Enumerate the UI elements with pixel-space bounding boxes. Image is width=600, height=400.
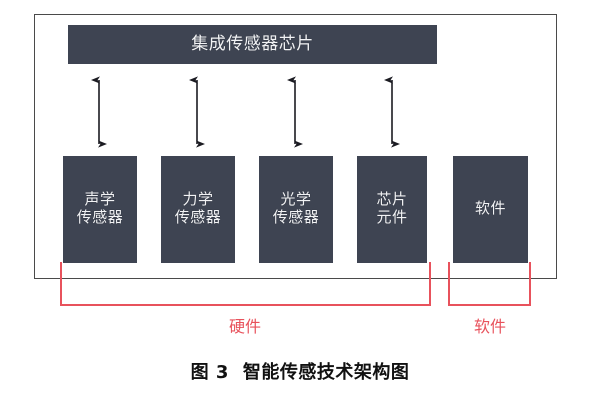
group-bracket-hardware (60, 262, 431, 306)
node-optical-sensor-label: 光学 传感器 (272, 191, 320, 226)
figure-caption-number: 图 3 (190, 362, 229, 383)
node-acoustic-sensor-label: 声学 传感器 (76, 191, 124, 226)
group-label-hardware: 硬件 (228, 319, 261, 336)
node-integrated-sensor-chip-label: 集成传感器芯片 (191, 34, 314, 54)
group-bracket-software (448, 262, 531, 306)
node-software: 软件 (453, 156, 528, 263)
node-mechanical-sensor: 力学 传感器 (161, 156, 235, 263)
figure-caption: 图 3 智能传感技术架构图 (0, 358, 600, 384)
node-software-label: 软件 (474, 200, 506, 217)
node-mechanical-sensor-label: 力学 传感器 (174, 191, 222, 226)
node-integrated-sensor-chip: 集成传感器芯片 (68, 25, 437, 64)
figure-caption-title: 智能传感技术架构图 (242, 362, 410, 383)
node-acoustic-sensor: 声学 传感器 (63, 156, 137, 263)
group-label-software: 软件 (473, 319, 506, 336)
node-chip-component: 芯片 元件 (357, 156, 427, 263)
node-optical-sensor: 光学 传感器 (259, 156, 333, 263)
node-chip-component-label: 芯片 元件 (376, 191, 408, 226)
